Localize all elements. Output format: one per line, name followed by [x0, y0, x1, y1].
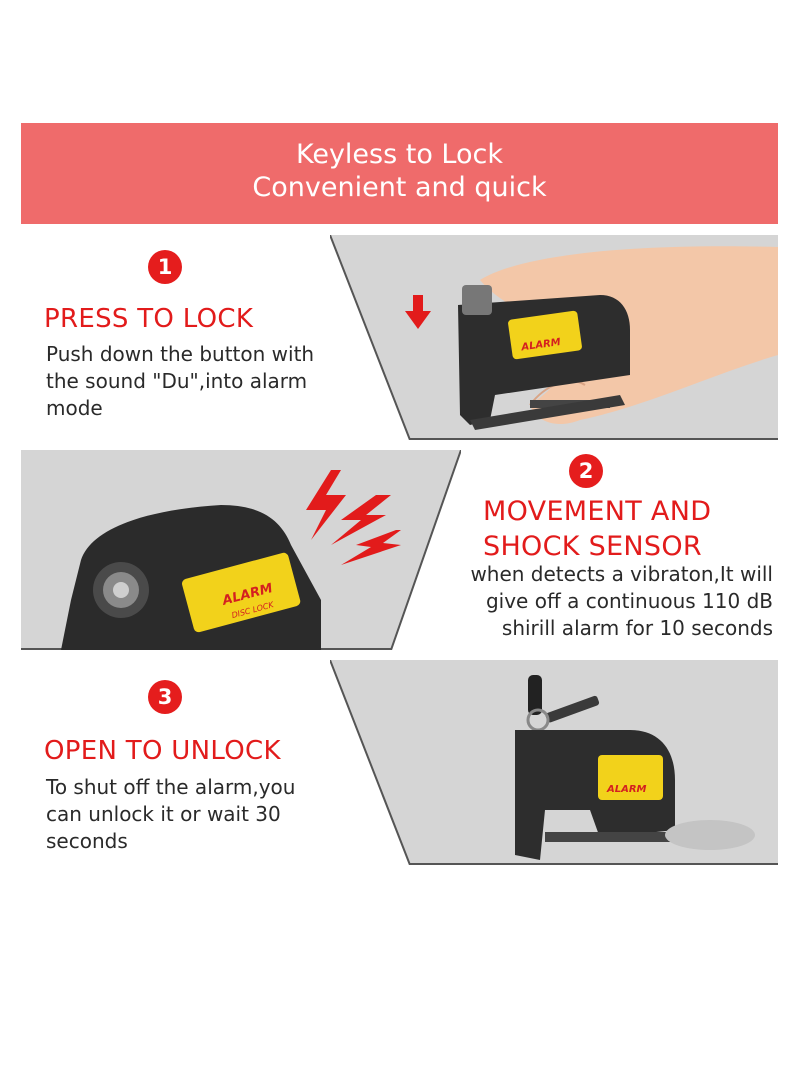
step1-image-panel: ALARM	[330, 235, 778, 440]
banner-title-line2: Convenient and quick	[252, 172, 547, 203]
banner-title-line1: Keyless to Lock	[295, 139, 504, 170]
header-banner: Keyless to Lock Convenient and quick	[21, 123, 778, 224]
step2-description-line: give off a continuous 110 dB	[485, 589, 773, 613]
step2-number-badge: 2	[569, 454, 603, 488]
step2-title-line: MOVEMENT AND	[483, 496, 712, 527]
step2-title: MOVEMENT AND SHOCK SENSOR	[483, 494, 711, 564]
step3-description-line: seconds	[46, 829, 128, 853]
step1-description-line: the sound "Du",into alarm	[46, 369, 308, 393]
step3-image-panel: ALARM	[330, 660, 778, 865]
step2-description-line: when detects a vibraton,It will	[470, 562, 773, 586]
step1-description-line: mode	[46, 396, 103, 420]
step1-number-badge: 1	[148, 250, 182, 284]
step1-description-line: Push down the button with	[46, 342, 315, 366]
step3-title: OPEN TO UNLOCK	[44, 736, 281, 766]
step3-number-badge: 3	[148, 680, 182, 714]
step2-title-line: SHOCK SENSOR	[483, 531, 702, 562]
step1-description: Push down the button with the sound "Du"…	[46, 341, 314, 422]
step3-description: To shut off the alarm,you can unlock it …	[46, 774, 295, 855]
step1-title: PRESS TO LOCK	[44, 304, 254, 334]
step3-description-line: To shut off the alarm,you	[46, 775, 296, 799]
step3-description-line: can unlock it or wait 30	[46, 802, 281, 826]
step2-image-panel: ALARM DISC LOCK	[21, 450, 461, 650]
svg-text:ALARM: ALARM	[606, 784, 647, 795]
step2-description: when detects a vibraton,It will give off…	[470, 561, 773, 642]
step2-description-line: shirill alarm for 10 seconds	[501, 616, 773, 640]
lightning-icon	[306, 470, 401, 565]
down-arrow-icon	[405, 295, 431, 329]
